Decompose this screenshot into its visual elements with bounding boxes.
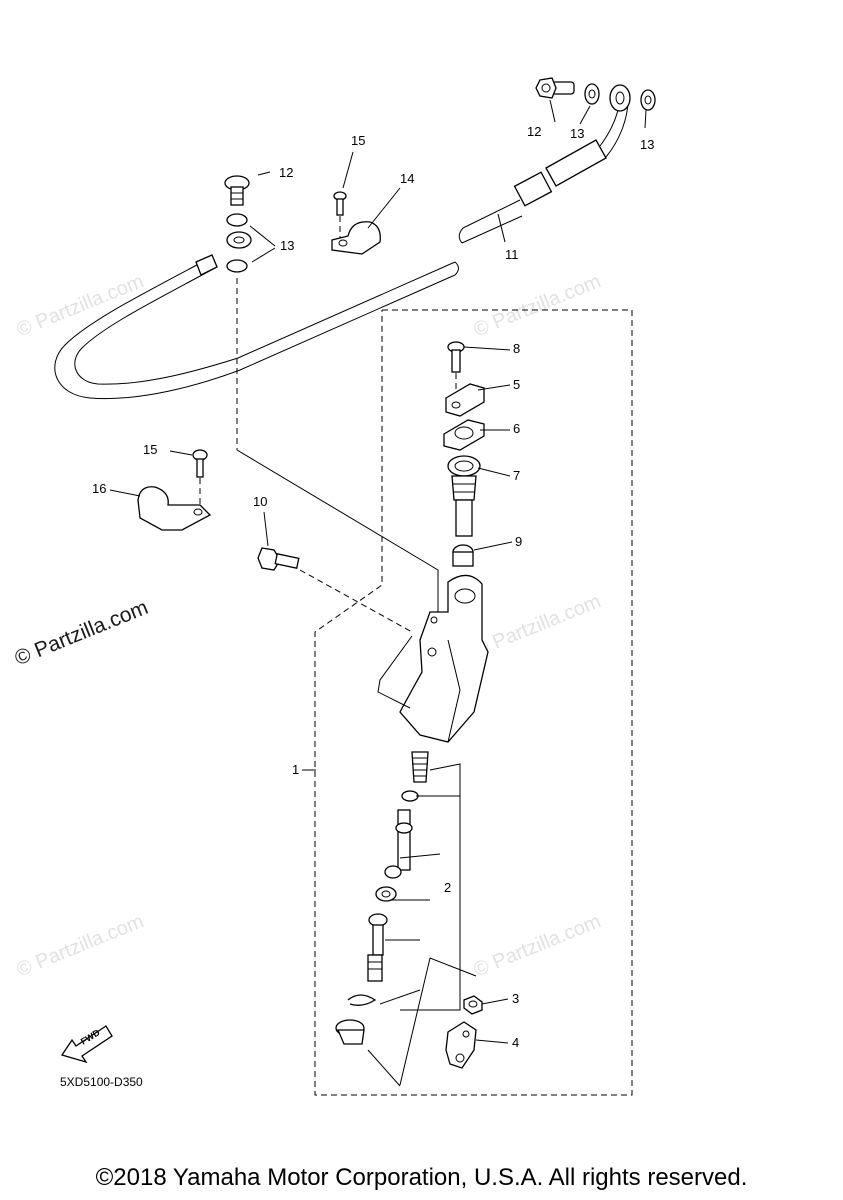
piston-icon xyxy=(384,809,413,879)
callout-4: 4 xyxy=(512,1035,520,1050)
circlip-icon xyxy=(347,994,377,1006)
callout-13-front: 13 xyxy=(280,238,295,253)
callout-13-rear-b: 13 xyxy=(640,137,655,152)
nut-icon xyxy=(463,995,483,1015)
hose-fitting-rear xyxy=(545,139,607,187)
callout-8: 8 xyxy=(513,341,521,356)
callout-7: 7 xyxy=(513,468,521,483)
callout-3: 3 xyxy=(512,991,520,1006)
fwd-arrow-icon xyxy=(60,1025,113,1064)
washer-icon xyxy=(226,259,248,273)
copyright-notice: ©2018 Yamaha Motor Corporation, U.S.A. A… xyxy=(95,1164,748,1191)
callout-9: 9 xyxy=(515,534,523,549)
assembly-boundary xyxy=(314,309,633,1096)
callout-16: 16 xyxy=(92,481,107,496)
diaphragm-icon xyxy=(447,455,481,537)
callout-5: 5 xyxy=(513,377,521,392)
callout-14: 14 xyxy=(400,171,415,186)
union-bolt-rear-icon xyxy=(535,77,575,99)
pivot-bolt-icon xyxy=(257,547,300,571)
master-cylinder-body xyxy=(399,574,489,743)
hose-clamp-icon xyxy=(137,486,212,531)
piston-cup-icon xyxy=(401,790,419,802)
reservoir-cap-icon xyxy=(445,383,485,417)
brake-hose xyxy=(54,257,456,400)
boot-icon xyxy=(335,1019,365,1045)
union-bolt-front-icon xyxy=(224,175,250,206)
reservoir-seal-icon xyxy=(452,544,474,567)
callout-11: 11 xyxy=(505,247,519,262)
callout-1: 1 xyxy=(292,762,300,777)
callout-12-rear: 12 xyxy=(527,124,542,139)
callout-13-rear-a: 13 xyxy=(570,126,585,141)
screw-icon xyxy=(192,449,208,478)
callout-15-top: 15 xyxy=(351,133,366,148)
diagram-code: 5XD5100-D350 xyxy=(60,1075,143,1089)
washer-icon xyxy=(226,213,248,227)
callout-15-lower: 15 xyxy=(143,442,158,457)
piston-spring-icon xyxy=(411,751,429,783)
callout-6: 6 xyxy=(513,421,521,436)
reservoir-bolt-icon xyxy=(447,341,465,373)
push-rod-icon xyxy=(367,913,388,982)
callout-10: 10 xyxy=(253,494,268,509)
callout-12-front: 12 xyxy=(279,165,294,180)
clevis-icon xyxy=(445,1021,477,1069)
hose-sleeve-rear xyxy=(513,171,553,207)
hose-clamp-icon xyxy=(331,221,381,255)
callout-2: 2 xyxy=(444,880,452,895)
screw-icon xyxy=(333,191,347,216)
hose-fitting-front xyxy=(195,254,218,276)
